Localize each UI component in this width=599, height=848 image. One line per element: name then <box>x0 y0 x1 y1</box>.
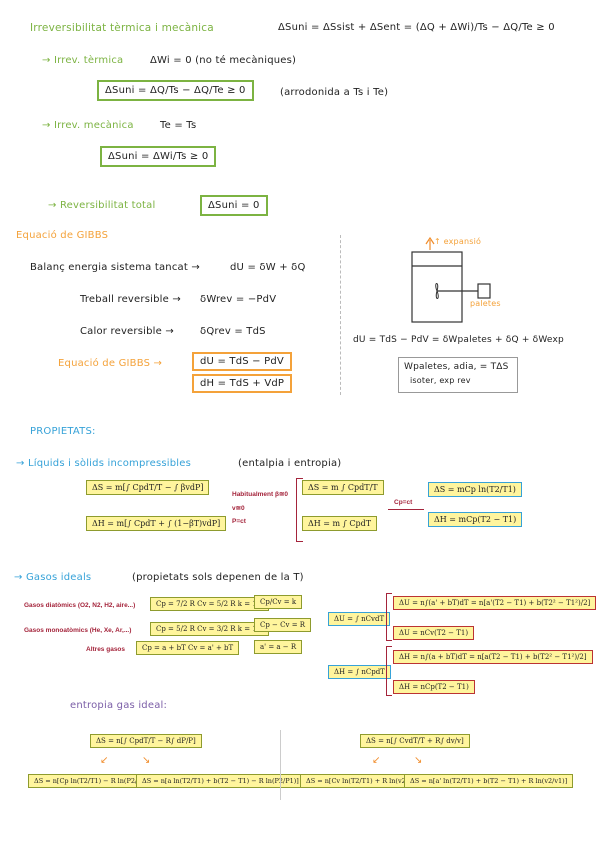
liquid-dh-simple: ΔH = m ∫ CpdT <box>302 516 378 531</box>
v0-note: v≅0 <box>232 505 245 512</box>
total-label: → Reversibilitat total <box>48 200 156 211</box>
thermal-eq-box: ΔSuni = ΔQ/Ts − ΔQ/Te ≥ 0 <box>97 80 254 101</box>
dh-bracket <box>386 646 392 696</box>
gibbs-line1-label: Balanç energia sistema tancat → <box>30 262 200 273</box>
entropy-left-b: ΔS = n[a ln(T2/T1) + b(T2 − T1) − R ln(P… <box>136 774 305 788</box>
mech-eq-box: ΔSuni = ΔWi/Ts ≥ 0 <box>100 146 217 167</box>
gibbs-eq-label: Equació de GIBBS → <box>58 358 163 369</box>
gibbs-line2-eq: δWrev = −PdV <box>200 294 277 305</box>
total-eq-box: ΔSuni = 0 <box>200 195 268 216</box>
entropy-left-a: ΔS = n[Cp ln(T2/T1) − R ln(P2/P1)] <box>28 774 157 788</box>
entropy-title: entropia gas ideal: <box>70 700 168 711</box>
liquid-bracket <box>296 478 303 542</box>
dh-short: ΔH = ∫ nCpdT <box>328 665 391 679</box>
diatomic-eq: Cp = 7/2 R Cv = 5/2 R k = 1,4 <box>150 597 270 611</box>
du-long: ΔU = n∫(a' + bT)dT = n[a'(T2 − T1) + b(T… <box>393 596 597 610</box>
entropy-left-arrow-a: ↙ <box>100 755 109 766</box>
gibbs-line3-label: Calor reversible → <box>80 326 174 337</box>
mono-eq: Cp = 5/2 R Cv = 3/2 R k = 1,6 <box>150 622 270 636</box>
tank-diagram <box>411 236 491 323</box>
gibbs-title: Equació de GIBBS <box>16 230 109 241</box>
gibbs-line3-eq: δQrev = TdS <box>200 326 266 337</box>
other-eq: Cp = a + bT Cv = a' + bT <box>136 641 240 655</box>
liquid-dh-final: ΔH = mCp(T2 − T1) <box>428 512 523 527</box>
irrev-title: Irreversibilitat tèrmica i mecànica <box>30 22 214 34</box>
habitual-note: Habitualment β≅0 <box>232 491 289 498</box>
liquids-title: → Líquids i sòlids incompressibles <box>16 458 192 469</box>
dh-long: ΔH = n∫(a + bT)dT = n[a(T2 − T1) + b(T2²… <box>393 650 593 664</box>
du-bracket <box>386 593 392 641</box>
gibbs-eq2-box: dH = TdS + VdP <box>192 374 293 393</box>
du-short: ΔU = ∫ nCvdT <box>328 612 391 626</box>
thermal-cond: ΔWi = 0 (no té mecàniques) <box>150 55 297 66</box>
entropy-right-b: ΔS = n[a' ln(T2/T1) + b(T2 − T1) + R ln(… <box>404 774 574 788</box>
thermal-note: (arrodonida a Ts i Te) <box>280 87 389 98</box>
gibbs-line2-label: Treball reversible → <box>80 294 181 305</box>
liquid-ds-simple: ΔS = m ∫ CpdT/T <box>302 480 384 495</box>
entropy-left-arrow-b: ↘ <box>142 755 151 766</box>
mech-label: → Irrev. mecànica <box>42 120 134 131</box>
gibbs-eq1-box: dU = TdS − PdV <box>192 352 292 371</box>
gases-sub: (propietats sols depenen de la T) <box>132 572 304 583</box>
cp-ct-arrow <box>388 509 424 510</box>
liquid-dh-full: ΔH = m[∫ CpdT + ∫ (1−βT)vdP] <box>86 516 227 531</box>
gibbs-line1-eq: dU = δW + δQ <box>230 262 306 273</box>
thermal-label: → Irrev. tèrmica <box>42 55 124 66</box>
entropy-right-a: ΔS = n[Cv ln(T2/T1) + R ln(v2/v1)] <box>300 774 427 788</box>
gibbs-note-line2: isoter, exp rev <box>410 376 471 385</box>
diagram-paddles-label: paletes <box>470 299 501 308</box>
liquid-ds-final: ΔS = mCp ln(T2/T1) <box>428 482 522 497</box>
liquid-ds-full: ΔS = m[∫ CpdT/T − ∫ βvdP] <box>86 480 210 495</box>
du-ct: ΔU = nCv(T2 − T1) <box>393 626 475 640</box>
a-rel: a' = a − R <box>254 640 303 654</box>
mech-cond: Te = Ts <box>160 120 197 131</box>
diatomic-label: Gasos diatòmics (O2, N2, H2, aire...) <box>24 602 136 609</box>
entropy-right-top: ΔS = n[∫ CvdT/T + R∫ dv/v] <box>360 734 470 748</box>
cp-cv: Cp − Cv = R <box>254 618 312 632</box>
entropy-divider <box>280 730 281 800</box>
liquids-sub: (entalpia i entropia) <box>238 458 342 469</box>
props-title: PROPIETATS: <box>30 426 96 437</box>
entropy-left-top: ΔS = n[∫ CpdT/T − R∫ dP/P] <box>90 734 202 748</box>
irrev-main-eq: ΔSuni = ΔSsist + ΔSent = (ΔQ + ΔWi)/Ts −… <box>278 22 555 33</box>
gases-title: → Gasos ideals <box>14 572 92 583</box>
entropy-right-arrow-a: ↙ <box>372 755 381 766</box>
mono-label: Gasos monoatòmics (He, Xe, Ar,...) <box>24 627 132 634</box>
gibbs-right-eq: dU = TdS − PdV = δWpaletes + δQ + δWexp <box>353 335 564 345</box>
pct-note: P=ct <box>232 518 246 525</box>
gibbs-note-box <box>398 357 518 393</box>
entropy-right-arrow-b: ↘ <box>414 755 423 766</box>
other-label: Altres gasos <box>86 646 126 653</box>
k-def: Cp/Cv = k <box>254 595 303 609</box>
diagram-expansion-label: ↑ expansió <box>434 237 482 246</box>
gibbs-note-line1: Wpaletes, adia, = TΔS <box>404 362 509 372</box>
cp-ct-label: Cp=ct <box>394 499 413 506</box>
dh-ct: ΔH = nCp(T2 − T1) <box>393 680 475 694</box>
gibbs-divider <box>340 235 341 395</box>
